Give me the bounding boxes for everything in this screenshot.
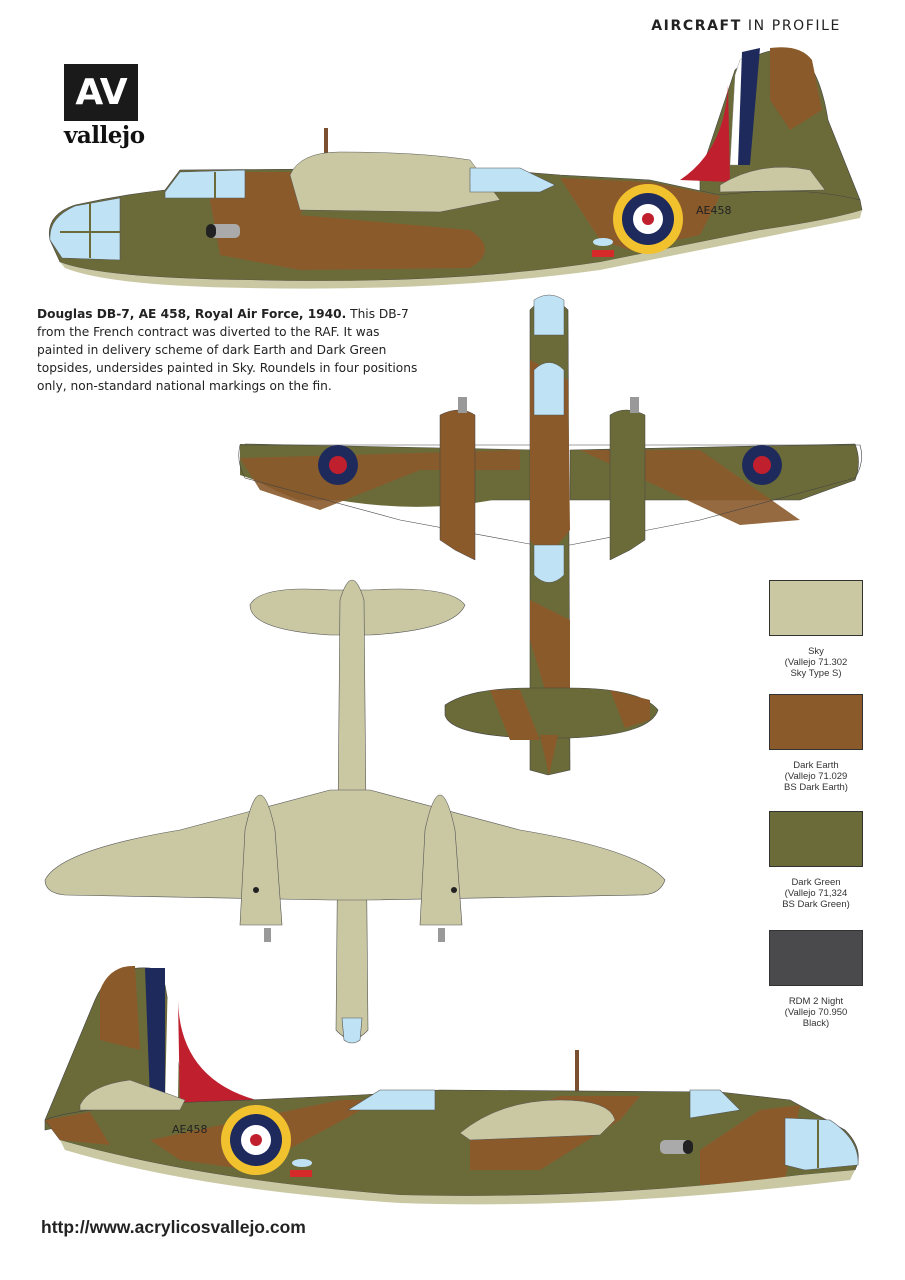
swatch-color-night [769,930,863,986]
swatch-label: Sky [808,646,824,657]
swatch-label: Dark Green [791,877,841,888]
vallejo-wordmark: vallejo [64,122,145,149]
swatch-dark-earth: Dark Earth (Vallejo 71.029 BS Dark Earth… [768,694,864,793]
swatch-code: (Vallejo 71,324 [784,888,848,899]
av-logo-mark: AV [64,64,138,121]
series-title-bold: AIRCRAFT [651,18,742,34]
swatch-label: Dark Earth [793,760,839,771]
website-link[interactable]: http://www.acrylicosvallejo.com [41,1217,306,1237]
swatch-code: (Vallejo 70.950 [784,1007,848,1018]
vallejo-logo: AV vallejo [64,64,145,149]
swatch-label: RDM 2 Night [788,996,844,1007]
series-title: AIRCRAFT IN PROFILE [651,18,841,34]
swatch-ref: Black) [802,1018,830,1029]
swatch-ref: Sky Type S) [790,668,842,679]
serial-marking-bottom: AE458 [172,1123,207,1136]
left-profile-view: AE458 [48,47,863,289]
caption-body: This DB-7 from the French contract was d… [37,307,418,393]
swatch-color-dark-earth [769,694,863,750]
aircraft-caption: Douglas DB-7, AE 458, Royal Air Force, 1… [37,305,422,395]
swatch-ref: BS Dark Earth) [784,782,848,793]
swatch-night: RDM 2 Night (Vallejo 70.950 Black) [768,930,864,1029]
swatch-code: (Vallejo 71.302 [784,657,848,668]
swatch-ref: BS Dark Green) [782,899,850,910]
right-profile-view: AE458 [44,965,859,1205]
serial-marking-top: AE458 [696,204,731,217]
top-view [238,294,862,776]
swatch-color-dark-green [769,811,863,867]
swatch-code: (Vallejo 71.029 [784,771,848,782]
swatch-color-sky [769,580,863,636]
series-title-regular: IN PROFILE [741,18,841,34]
underside-view [44,579,666,1044]
caption-title: Douglas DB-7, AE 458, Royal Air Force, 1… [37,307,347,321]
swatch-dark-green: Dark Green (Vallejo 71,324 BS Dark Green… [768,811,864,910]
swatch-sky: Sky (Vallejo 71.302 Sky Type S) [768,580,864,679]
